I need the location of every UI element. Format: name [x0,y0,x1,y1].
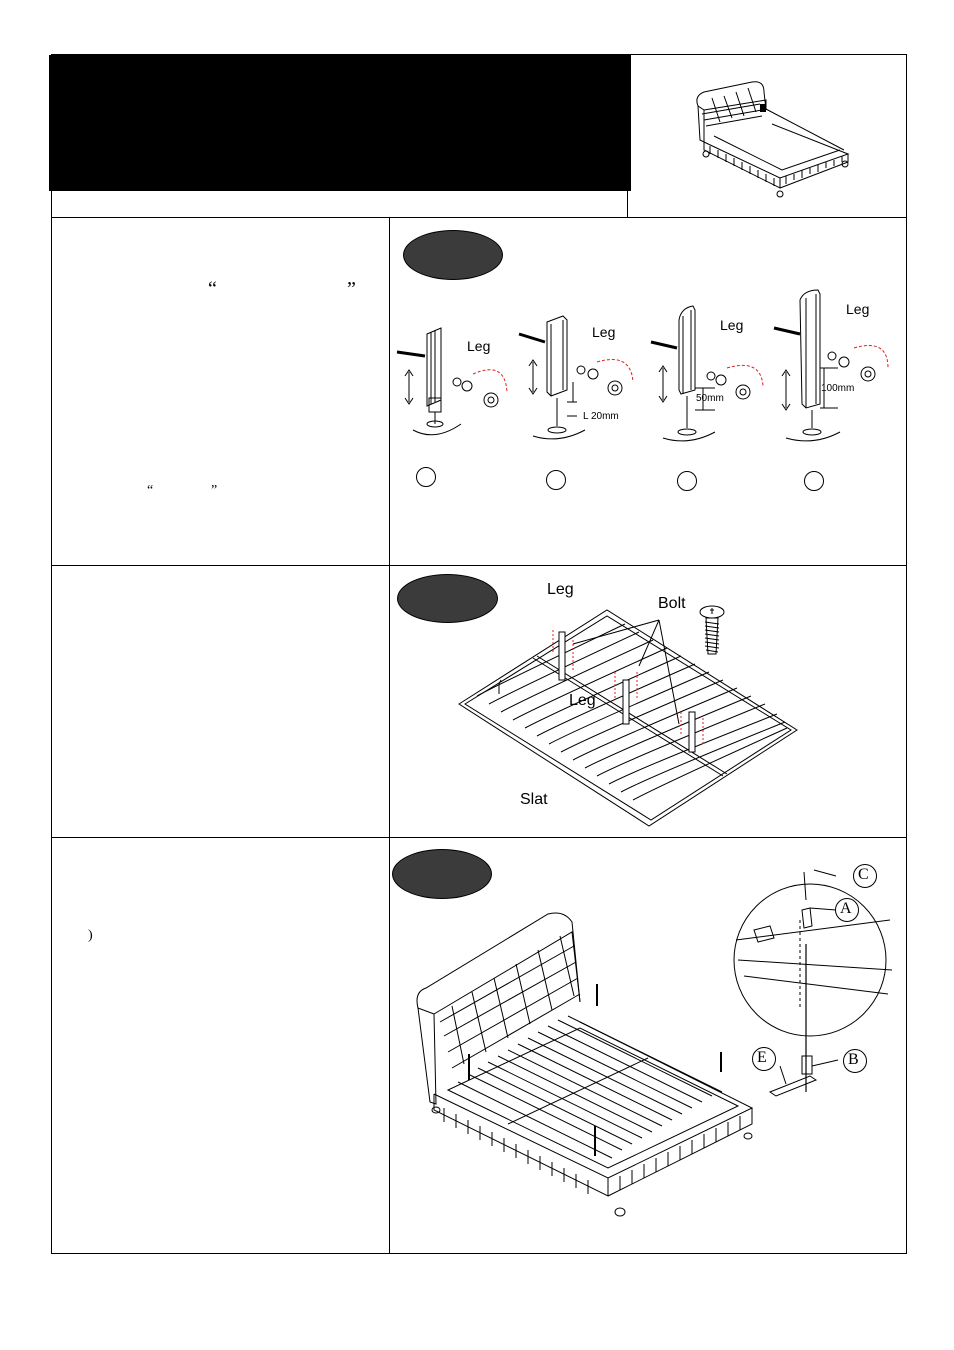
slat-frame-diagram [458,609,798,827]
leg-diagram-b [518,315,634,440]
divider [51,217,907,218]
callout-circle-a [835,898,859,922]
option-circle-2 [546,470,566,490]
close-quote: ” [211,483,218,498]
divider [51,837,907,838]
divider [627,54,628,217]
leg-label: Leg [467,338,491,354]
callout-label-e: E [757,1049,767,1066]
leg-label: Leg [569,692,596,709]
dimension-label: 50mm [696,393,724,404]
page-frame [51,54,907,1254]
option-circle-4 [804,471,824,491]
callout-label-a: A [840,900,852,917]
detail-callout [733,869,893,1097]
leg-label: Leg [720,317,744,333]
callout-label-b: B [848,1051,859,1068]
slat-label: Slat [520,791,548,808]
paren-text: ) [88,928,93,943]
leg-diagram-c [650,305,764,442]
open-quote: “ [147,483,154,498]
dimension-label: 100mm [821,383,855,394]
step-badge-1 [403,230,503,280]
leg-diagram-d [773,289,889,442]
option-circle-3 [677,471,697,491]
bolt-icon [699,605,725,655]
callout-circle-b [843,1049,867,1073]
leg-label: Leg [592,324,616,340]
bolt-label: Bolt [658,595,686,612]
divider [389,217,390,1254]
step-badge-2 [397,574,498,623]
callout-label-c: C [858,866,869,883]
step-badge-3 [392,849,492,899]
close-quote: ” [347,278,356,300]
dimension-label: L 20mm [583,411,619,422]
leg-diagram-a [396,327,508,436]
title-banner [49,55,631,191]
bed-assembly-diagram [416,912,754,1217]
bed-thumbnail [696,81,850,198]
option-circle-1 [416,467,436,487]
leg-label: Leg [846,301,870,317]
leg-label: Leg [547,581,574,598]
callout-circle-c [853,864,877,888]
divider [51,565,907,566]
callout-circle-e [752,1047,776,1071]
open-quote: “ [208,278,217,300]
